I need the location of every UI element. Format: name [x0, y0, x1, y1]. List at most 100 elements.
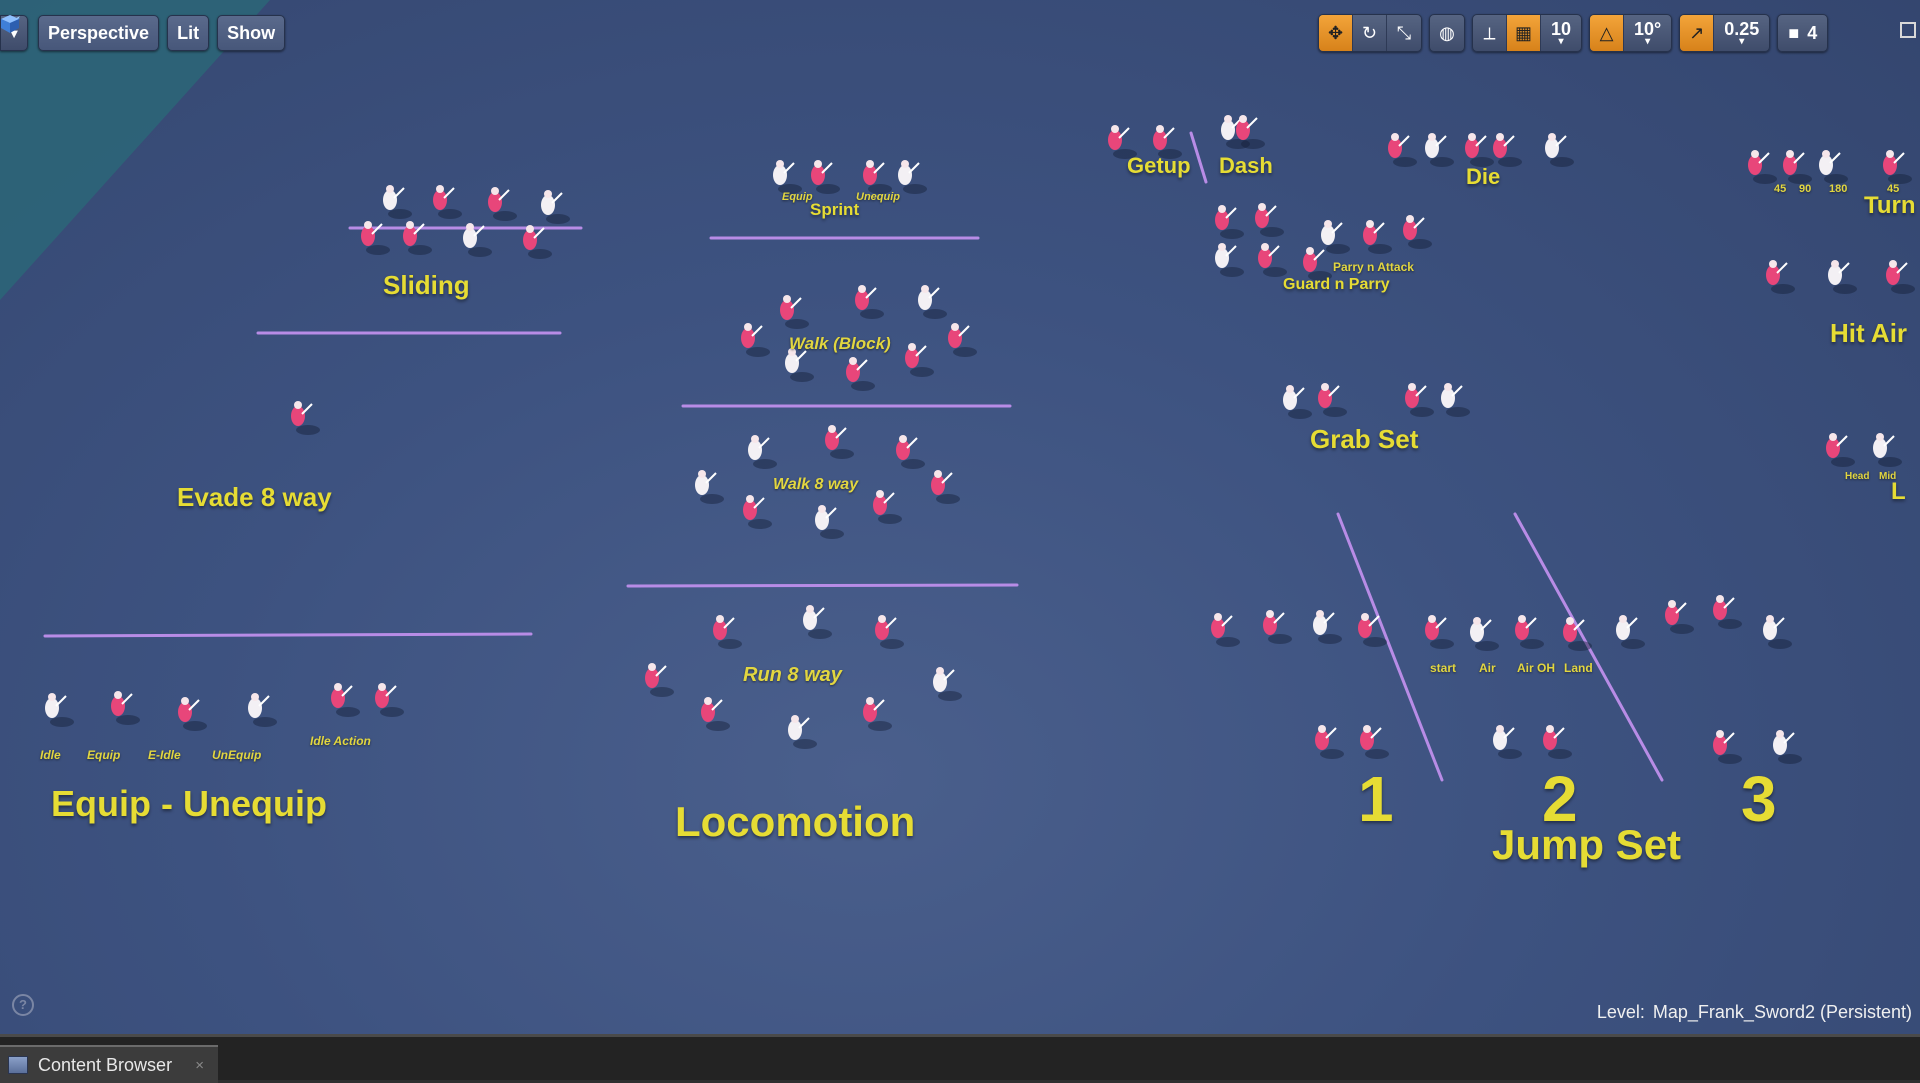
character-marker[interactable]: [1616, 615, 1645, 649]
character-marker[interactable]: [803, 605, 832, 639]
level-viewport[interactable]: Sliding Evade 8 way Equip - Unequip Spri…: [0, 0, 1920, 1034]
character-marker[interactable]: [788, 715, 817, 749]
character-marker[interactable]: [743, 495, 772, 529]
character-marker[interactable]: [361, 221, 390, 255]
scale-mode-button[interactable]: ⤡: [1387, 15, 1421, 51]
character-marker[interactable]: [873, 490, 902, 524]
character-marker[interactable]: [1403, 215, 1432, 249]
character-marker[interactable]: [1543, 725, 1572, 759]
content-browser-tab[interactable]: Content Browser ×: [0, 1045, 218, 1083]
character-marker[interactable]: [1515, 615, 1544, 649]
character-marker[interactable]: [1493, 133, 1522, 167]
character-marker[interactable]: [1766, 260, 1795, 294]
character-marker[interactable]: [1713, 730, 1742, 764]
character-marker[interactable]: [1873, 433, 1902, 467]
maximize-viewport-icon[interactable]: [1900, 22, 1916, 38]
character-marker[interactable]: [1886, 260, 1915, 294]
character-marker[interactable]: [1215, 205, 1244, 239]
character-marker[interactable]: [701, 697, 730, 731]
character-marker[interactable]: [331, 683, 360, 717]
character-marker[interactable]: [375, 683, 404, 717]
character-marker[interactable]: [1405, 383, 1434, 417]
character-marker[interactable]: [383, 185, 412, 219]
show-button[interactable]: Show: [217, 15, 286, 51]
character-marker[interactable]: [248, 693, 277, 727]
character-marker[interactable]: [1321, 220, 1350, 254]
scale-snap-toggle[interactable]: ↗: [1680, 15, 1715, 51]
camera-speed-button[interactable]: ■4: [1778, 15, 1827, 51]
character-marker[interactable]: [855, 285, 884, 319]
character-marker[interactable]: [713, 615, 742, 649]
character-marker[interactable]: [896, 435, 925, 469]
character-marker[interactable]: [1153, 125, 1182, 159]
character-marker[interactable]: [1315, 725, 1344, 759]
scale-snap-value[interactable]: 0.25▾: [1714, 15, 1769, 51]
character-marker[interactable]: [488, 187, 517, 221]
character-marker[interactable]: [541, 190, 570, 224]
world-local-toggle[interactable]: ◍: [1430, 15, 1464, 51]
character-marker[interactable]: [1819, 150, 1848, 184]
character-marker[interactable]: [1303, 247, 1332, 281]
character-marker[interactable]: [846, 357, 875, 391]
character-marker[interactable]: [1313, 610, 1342, 644]
character-marker[interactable]: [1883, 150, 1912, 184]
character-marker[interactable]: [1283, 385, 1312, 419]
character-marker[interactable]: [1425, 133, 1454, 167]
character-marker[interactable]: [1493, 725, 1522, 759]
character-marker[interactable]: [178, 697, 207, 731]
character-marker[interactable]: [918, 285, 947, 319]
rotation-snap-toggle[interactable]: △: [1590, 15, 1625, 51]
character-marker[interactable]: [905, 343, 934, 377]
character-marker[interactable]: [825, 425, 854, 459]
character-marker[interactable]: [695, 470, 724, 504]
character-marker[interactable]: [1358, 613, 1387, 647]
character-marker[interactable]: [523, 225, 552, 259]
perspective-button[interactable]: Perspective: [2, 15, 160, 51]
character-marker[interactable]: [1236, 115, 1265, 149]
character-marker[interactable]: [898, 160, 927, 194]
character-marker[interactable]: [111, 691, 140, 725]
character-marker[interactable]: [863, 697, 892, 731]
character-marker[interactable]: [291, 401, 320, 435]
character-marker[interactable]: [1425, 615, 1454, 649]
character-marker[interactable]: [780, 295, 809, 329]
character-marker[interactable]: [1748, 150, 1777, 184]
character-marker[interactable]: [931, 470, 960, 504]
help-icon[interactable]: ?: [12, 994, 34, 1016]
character-marker[interactable]: [1713, 595, 1742, 629]
character-marker[interactable]: [1441, 383, 1470, 417]
character-marker[interactable]: [1828, 260, 1857, 294]
character-marker[interactable]: [1363, 220, 1392, 254]
character-marker[interactable]: [1211, 613, 1240, 647]
character-marker[interactable]: [1388, 133, 1417, 167]
character-marker[interactable]: [741, 323, 770, 357]
character-marker[interactable]: [433, 185, 462, 219]
character-marker[interactable]: [815, 505, 844, 539]
lit-button[interactable]: Lit: [1, 15, 210, 51]
character-marker[interactable]: [1763, 615, 1792, 649]
grid-snap-value[interactable]: 10▾: [1541, 15, 1581, 51]
character-marker[interactable]: [1221, 115, 1250, 149]
rotate-mode-button[interactable]: ↻: [1353, 15, 1387, 51]
character-marker[interactable]: [1465, 133, 1494, 167]
character-marker[interactable]: [785, 348, 814, 382]
character-marker[interactable]: [1318, 383, 1347, 417]
character-marker[interactable]: [1826, 433, 1855, 467]
character-marker[interactable]: [1545, 133, 1574, 167]
surface-snap-button[interactable]: ⟂: [1473, 15, 1507, 51]
character-marker[interactable]: [1108, 125, 1137, 159]
character-marker[interactable]: [1773, 730, 1802, 764]
grid-snap-toggle[interactable]: ▦: [1507, 15, 1541, 51]
character-marker[interactable]: [45, 693, 74, 727]
character-marker[interactable]: [1255, 203, 1284, 237]
character-marker[interactable]: [1263, 610, 1292, 644]
character-marker[interactable]: [933, 667, 962, 701]
character-marker[interactable]: [748, 435, 777, 469]
character-marker[interactable]: [463, 223, 492, 257]
character-marker[interactable]: [1258, 243, 1287, 277]
close-tab-icon[interactable]: ×: [195, 1056, 204, 1074]
character-marker[interactable]: [403, 221, 432, 255]
character-marker[interactable]: [645, 663, 674, 697]
rotation-snap-value[interactable]: 10°▾: [1624, 15, 1671, 51]
character-marker[interactable]: [875, 615, 904, 649]
